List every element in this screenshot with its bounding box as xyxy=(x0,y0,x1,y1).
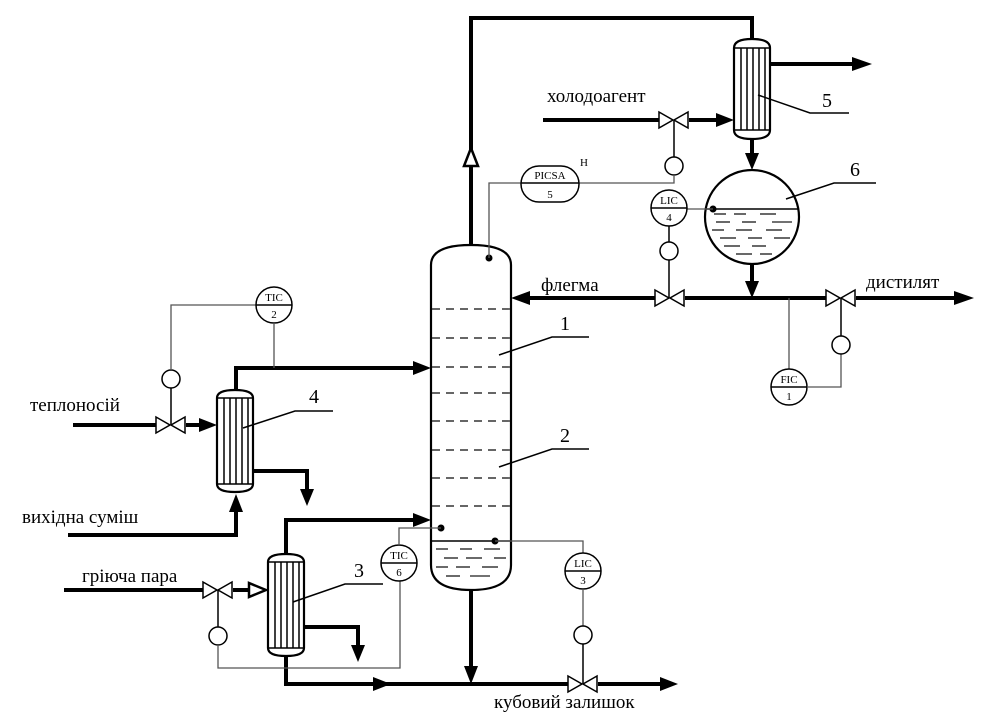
equipment-number-1: 1 xyxy=(560,313,570,335)
condensate-arrow xyxy=(745,153,759,170)
instrument-tic-6[interactable]: TIC 6 xyxy=(380,544,418,582)
heating-steam-actuator xyxy=(208,626,228,646)
svg-text:TIC: TIC xyxy=(390,550,408,562)
distillation-column xyxy=(429,243,513,592)
distillate-valve[interactable] xyxy=(825,288,856,308)
coolant-out-arrow xyxy=(852,57,872,71)
svg-text:1: 1 xyxy=(786,391,792,403)
bottoms-valve[interactable] xyxy=(567,674,598,694)
reflux-valve[interactable] xyxy=(654,288,685,308)
svg-text:5: 5 xyxy=(547,189,553,201)
section2-leader-line xyxy=(498,448,589,468)
reflux-drum-6: 6 xyxy=(703,159,876,266)
equipment-number-4: 4 xyxy=(309,386,319,408)
equipment-number-3: 3 xyxy=(354,560,364,582)
coolant-actuator xyxy=(664,156,684,176)
svg-text:LIC: LIC xyxy=(574,558,592,570)
drum-outlet-arrow xyxy=(745,281,759,298)
instrument-picsa-5[interactable]: PICSA 5 xyxy=(520,165,580,203)
condenser-5: 5 xyxy=(732,37,849,141)
svg-text:PICSA: PICSA xyxy=(534,170,565,182)
bottoms-arrow xyxy=(660,677,678,691)
overhead-vapor-line xyxy=(462,16,754,245)
coolant-valve[interactable] xyxy=(658,110,689,130)
svg-text:4: 4 xyxy=(666,212,672,224)
feed-mixture-arrow xyxy=(229,494,243,512)
reflux-actuator xyxy=(659,241,679,261)
feed-heater-4: 4 xyxy=(215,386,333,494)
instrument-fic-1[interactable]: FIC 1 xyxy=(770,368,808,406)
svg-text:3: 3 xyxy=(580,575,586,587)
coolant-in-arrow xyxy=(716,113,734,127)
heating-steam-valve[interactable] xyxy=(202,580,233,600)
instrument-lic-3[interactable]: LIC 3 xyxy=(564,552,602,590)
heat-carrier-actuator xyxy=(161,369,181,389)
drum-leader-line xyxy=(785,182,876,200)
distillate-arrow xyxy=(954,291,974,305)
svg-text:LIC: LIC xyxy=(660,195,678,207)
equipment-number-5: 5 xyxy=(822,90,832,112)
reboiler-leader-line xyxy=(292,583,383,603)
instrument-lic-4[interactable]: LIC 4 xyxy=(650,189,688,227)
condensate-out-arrow xyxy=(351,645,365,662)
reboiler-return-arrow xyxy=(373,677,391,691)
vapor-return-arrow xyxy=(413,513,431,527)
reboiler-3: 3 xyxy=(266,552,383,658)
equipment-number-2: 2 xyxy=(560,425,570,447)
stream-label-distillate: дистилят xyxy=(866,272,940,293)
heat-carrier-arrow xyxy=(199,418,217,432)
alarm-high-label: H xyxy=(580,157,588,169)
column-shell xyxy=(429,243,513,592)
stream-label-heat-carrier: теплоносій xyxy=(30,395,120,416)
stream-label-feed-mixture: вихідна суміш xyxy=(22,507,139,528)
distillate-actuator xyxy=(831,335,851,355)
stream-label-bottoms: кубовий залишок xyxy=(494,692,635,713)
condenser-leader-line xyxy=(757,94,849,114)
stream-label-coolant: холодоагент xyxy=(547,86,646,107)
equipment-number-6: 6 xyxy=(850,159,860,181)
svg-text:FIC: FIC xyxy=(780,374,797,386)
svg-text:6: 6 xyxy=(396,567,402,579)
svg-text:TIC: TIC xyxy=(265,292,283,304)
heater-outlet-arrow xyxy=(300,489,314,506)
section1-leader-line xyxy=(498,336,589,356)
stream-label-heating-steam: гріюча пара xyxy=(82,566,178,587)
feed-in-arrow xyxy=(413,361,431,375)
stream-label-reflux: флегма xyxy=(541,275,599,296)
bottoms-down-arrow xyxy=(464,666,478,684)
column-bottom-liquid xyxy=(436,548,506,577)
vapor-flow-arrow xyxy=(462,144,480,168)
bottoms-actuator xyxy=(573,625,593,645)
heater-leader-line xyxy=(242,410,333,429)
reflux-arrow xyxy=(511,291,530,305)
instrument-tic-2[interactable]: TIC 2 xyxy=(255,286,293,324)
svg-text:2: 2 xyxy=(271,309,277,321)
heat-carrier-valve[interactable] xyxy=(155,415,186,435)
heating-steam-arrow xyxy=(247,581,270,599)
